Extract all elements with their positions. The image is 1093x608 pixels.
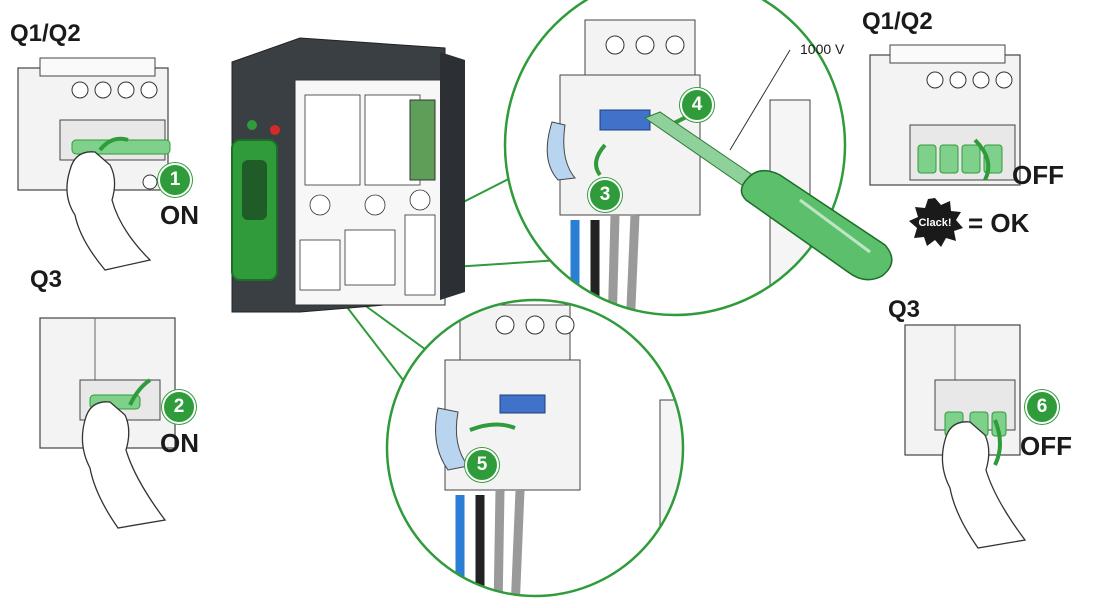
rcd-q3-left	[39, 317, 176, 529]
voltage-label: 1000 V	[800, 41, 845, 57]
zoom-circle-bottom	[385, 298, 685, 598]
arrow-icon	[973, 138, 991, 181]
arrow-icon	[993, 419, 1002, 466]
breaker-q1q2-right	[869, 44, 1021, 186]
screwdriver-icon	[643, 111, 893, 281]
right-breaker-title: Q1/Q2	[862, 8, 933, 35]
rcd-q3-right	[904, 324, 1027, 549]
enclosure	[231, 37, 465, 313]
right-rcd-title: Q3	[888, 296, 921, 323]
off-label-2: OFF	[1020, 431, 1072, 461]
clack-burst-icon: Clack!	[909, 198, 963, 247]
breaker-q1q2-left	[17, 57, 171, 271]
step-badge-6: 6	[1025, 390, 1059, 424]
clack-word: Clack!	[918, 217, 951, 229]
step-badge-1: 1	[158, 163, 192, 197]
step-badge-3: 3	[588, 178, 622, 212]
step-badge-5: 5	[465, 448, 499, 482]
left-rcd-title: Q3	[30, 266, 63, 293]
on-label-2: ON	[160, 428, 199, 458]
off-label-1: OFF	[1012, 160, 1064, 190]
step-badge-2: 2	[162, 390, 196, 424]
hand-icon	[941, 421, 1027, 549]
arrow-icon	[98, 136, 129, 152]
enclosure-components	[299, 94, 436, 296]
terminal-screws	[71, 81, 158, 190]
arrow-icon	[128, 378, 152, 406]
hand-icon	[66, 151, 152, 271]
left-breaker-title: Q1/Q2	[10, 20, 81, 47]
on-label-1: ON	[160, 200, 199, 230]
voltage-leader-line	[729, 49, 791, 151]
ok-label: = OK	[968, 208, 1030, 238]
step-badge-4: 4	[680, 88, 714, 122]
hand-icon	[81, 401, 167, 529]
